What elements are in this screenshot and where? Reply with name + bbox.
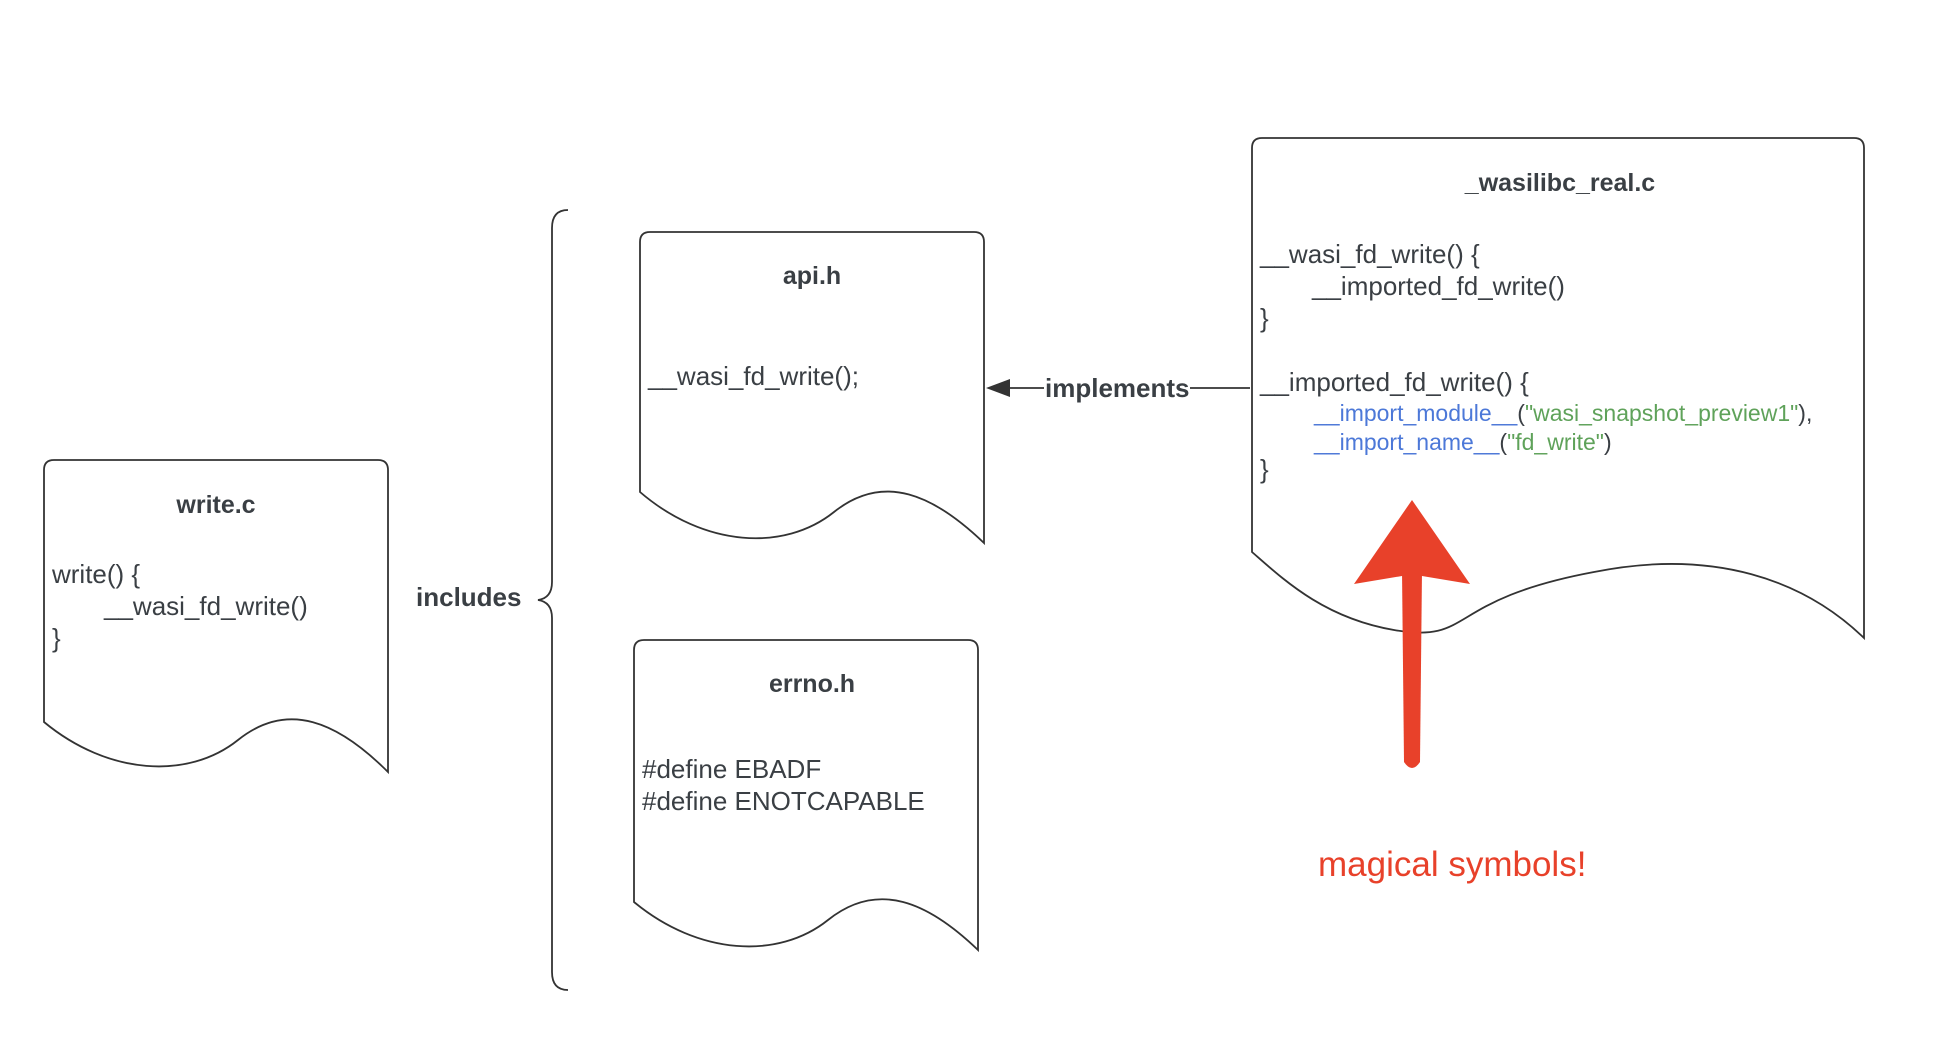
red-arrow-shaft xyxy=(1402,570,1422,768)
wasilibc-line-3: } xyxy=(1260,303,1269,333)
errno-h-line-2: #define ENOTCAPABLE xyxy=(642,786,925,816)
doc-errno-h: errno.h #define EBADF #define ENOTCAPABL… xyxy=(633,639,979,953)
doc-errno-h-shape xyxy=(633,639,979,953)
import-module-close-paren: ), xyxy=(1798,400,1812,426)
doc-write-c: write.c write() { __wasi_fd_write() } xyxy=(43,459,389,775)
includes-label: includes xyxy=(416,582,521,612)
errno-h-line-1: #define EBADF xyxy=(642,754,821,784)
implements-label: implements xyxy=(1045,373,1190,403)
import-module-line: __import_module__("wasi_snapshot_preview… xyxy=(1313,400,1812,426)
api-h-line-1: __wasi_fd_write(); xyxy=(647,361,859,391)
wasilibc-line-1: __wasi_fd_write() { xyxy=(1259,239,1480,269)
import-module-fn: __import_module__ xyxy=(1313,400,1519,426)
wasilibc-line-4: __imported_fd_write() { xyxy=(1259,367,1529,397)
includes-brace xyxy=(537,209,569,991)
write-c-line-1: write() { xyxy=(51,559,140,589)
annotation-arrow xyxy=(1354,500,1470,768)
doc-errno-h-title: errno.h xyxy=(769,670,855,698)
red-arrow-head xyxy=(1354,500,1470,584)
wasilibc-line-2: __imported_fd_write() xyxy=(1311,271,1565,301)
doc-api-h-title: api.h xyxy=(783,262,841,290)
doc-write-c-title: write.c xyxy=(175,491,255,519)
import-module-arg: "wasi_snapshot_preview1" xyxy=(1525,400,1798,426)
implements-arrowhead xyxy=(986,379,1010,397)
write-c-line-2: __wasi_fd_write() xyxy=(103,591,308,621)
doc-wasilibc-real-c-title: _wasilibc_real.c xyxy=(1464,169,1656,197)
write-c-line-3: } xyxy=(52,623,61,653)
import-name-close-paren: ) xyxy=(1604,429,1612,455)
import-module-open-paren: ( xyxy=(1517,400,1525,426)
wasilibc-line-5: } xyxy=(1260,454,1269,484)
doc-api-h-shape xyxy=(639,231,985,546)
doc-api-h: api.h __wasi_fd_write(); xyxy=(639,231,985,546)
doc-write-c-shape xyxy=(43,459,389,775)
import-name-fn: __import_name__ xyxy=(1313,429,1501,455)
import-name-arg: "fd_write" xyxy=(1507,429,1604,455)
annotation-text: magical symbols! xyxy=(1318,845,1586,884)
doc-wasilibc-real-c: _wasilibc_real.c __wasi_fd_write() { __i… xyxy=(1251,137,1865,641)
import-name-open-paren: ( xyxy=(1499,429,1507,455)
import-name-line: __import_name__("fd_write") xyxy=(1313,429,1612,455)
